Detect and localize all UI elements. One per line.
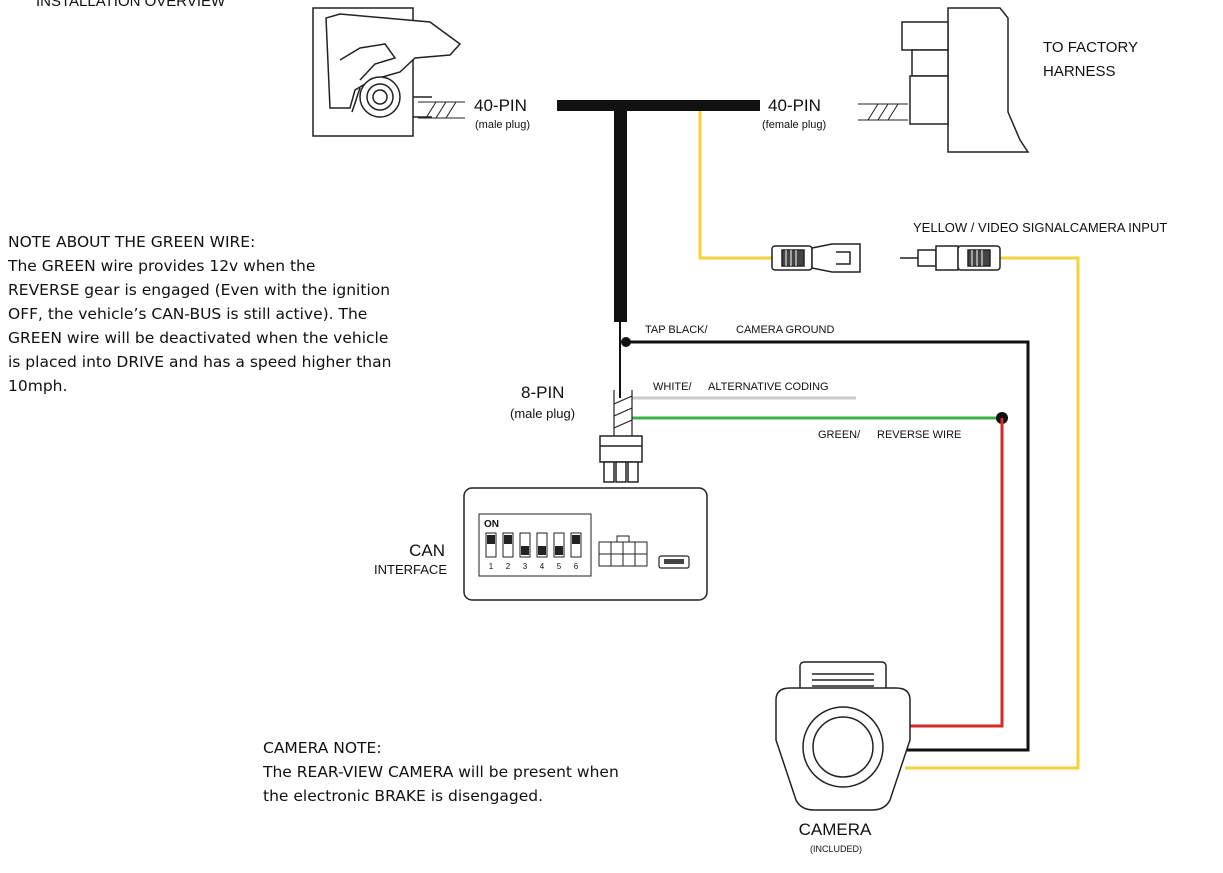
dip-number-2: 2 — [506, 562, 511, 571]
dip-number-3: 3 — [523, 562, 528, 571]
pin8-type: (male plug) — [510, 406, 575, 421]
ground-splice-dot — [621, 337, 631, 347]
t-harness-stem — [614, 100, 627, 322]
dip-number-6: 6 — [574, 562, 579, 571]
camera-note-body: The REAR-VIEW CAMERA will be present whe… — [263, 763, 619, 805]
dip-switch-5 — [553, 532, 565, 558]
wire-hatch-right — [858, 103, 908, 121]
dip-switch-knob-5 — [555, 546, 563, 555]
pin40-male-type: (male plug) — [475, 119, 530, 131]
rca-male-connector — [900, 245, 1001, 271]
yellow-wire-harness — [698, 111, 772, 260]
factory-harness-label-line1: TO FACTORY — [1043, 39, 1138, 56]
green-wire-note-body: The GREEN wire provides 12v when the REV… — [8, 257, 392, 395]
usb-port-icon — [658, 555, 690, 569]
dip-switch-4 — [536, 532, 548, 558]
dip-switch-6 — [570, 532, 582, 558]
black-ground-wire — [626, 340, 1030, 752]
black-wire-color-label: TAP BLACK/ — [645, 324, 709, 336]
factory-harness-label: TO FACTORY HARNESS — [1043, 39, 1142, 80]
vehicle-harness-illustration — [312, 7, 462, 137]
dip-switch-block — [478, 513, 592, 577]
rca-female-connector — [771, 243, 861, 273]
camera-note-heading: CAMERA NOTE: — [263, 739, 382, 757]
white-wire-color-label: WHITE/ — [653, 381, 692, 393]
dip-number-4: 4 — [540, 562, 545, 571]
pin40-female-label: 40-PIN — [768, 96, 821, 115]
pin8-label: 8-PIN — [521, 383, 564, 402]
green-wire-color-label: GREEN/ — [818, 429, 861, 441]
pin8-wire-bundle — [613, 390, 633, 436]
pin40-female-type: (female plug) — [762, 119, 826, 131]
pin40-male-label: 40-PIN — [474, 96, 527, 115]
dip-switch-knob-3 — [521, 546, 529, 555]
factory-harness-illustration — [901, 7, 1030, 153]
yellow-wire-camera — [905, 256, 1080, 770]
dip-switch-1 — [485, 532, 497, 558]
can-port-connector — [598, 535, 648, 567]
green-wire-note-heading: NOTE ABOUT THE GREEN WIRE: — [8, 233, 256, 251]
dip-number-5: 5 — [557, 562, 562, 571]
dip-switch-knob-2 — [504, 535, 512, 544]
green-wire-note: NOTE ABOUT THE GREEN WIRE: The GREEN wir… — [8, 230, 448, 398]
dip-on-label: ON — [484, 519, 499, 530]
dip-switch-3 — [519, 532, 531, 558]
page-title: INSTALLATION OVERVIEW — [36, 0, 226, 10]
camera-sublabel: (INCLUDED) — [810, 844, 862, 854]
camera-note: CAMERA NOTE: The REAR-VIEW CAMERA will b… — [263, 736, 703, 808]
black-wire-function-label: CAMERA GROUND — [736, 324, 834, 336]
dip-switch-knob-1 — [487, 535, 495, 544]
green-wire-function-label: REVERSE WIRE — [877, 429, 961, 441]
red-power-wire — [905, 418, 1004, 728]
yellow-wire-label: YELLOW / VIDEO SIGNALCAMERA INPUT — [913, 220, 1167, 235]
dip-switch-2 — [502, 532, 514, 558]
wire-hatch-left — [418, 101, 465, 119]
dip-switches: 1 2 3 4 5 6 — [485, 532, 582, 571]
camera-icon — [775, 661, 911, 811]
dip-switch-knob-6 — [572, 535, 580, 544]
factory-harness-label-line2: HARNESS — [1043, 63, 1116, 80]
pin8-connector — [599, 435, 643, 483]
white-wire-function-label: ALTERNATIVE CODING — [708, 381, 829, 393]
dip-number-1: 1 — [489, 562, 494, 571]
dip-switch-knob-4 — [538, 546, 546, 555]
can-interface-box — [463, 487, 708, 601]
t-harness-bar — [557, 100, 760, 111]
camera-label: CAMERA — [799, 820, 872, 839]
can-label: CAN — [409, 541, 445, 560]
interface-label: INTERFACE — [374, 562, 447, 577]
